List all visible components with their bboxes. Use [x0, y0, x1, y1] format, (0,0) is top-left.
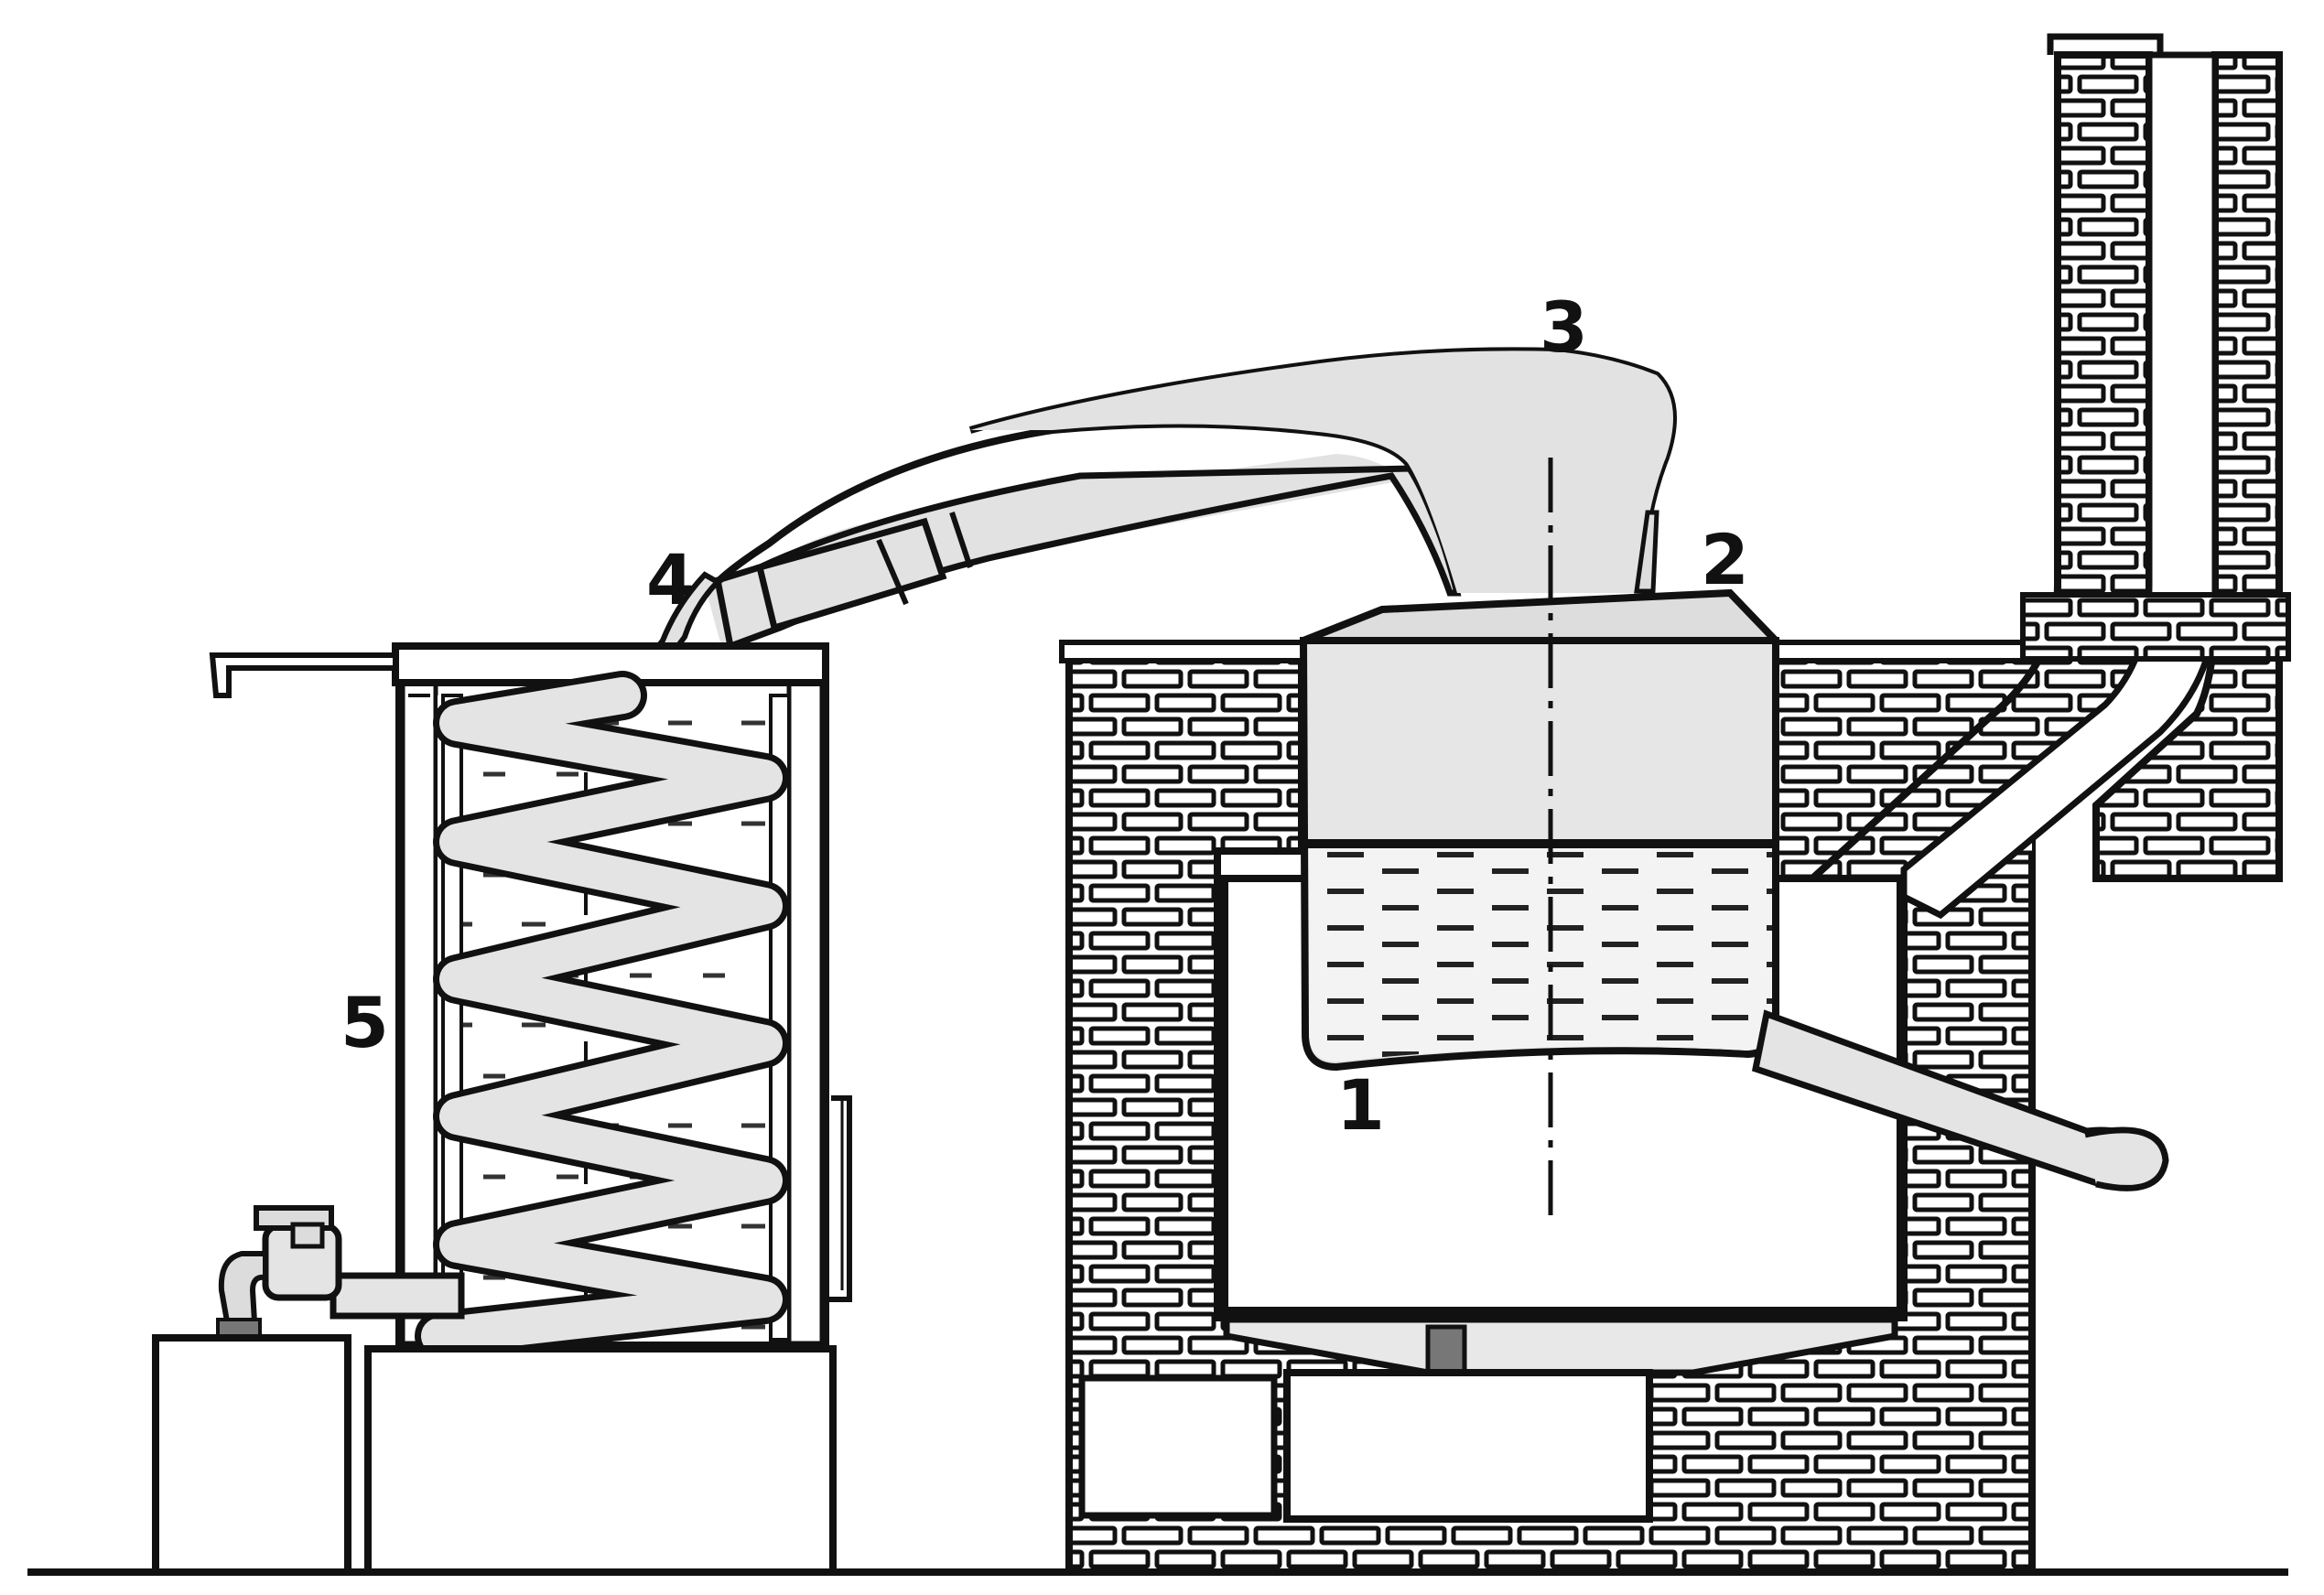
label-condenser: 5: [340, 982, 389, 1063]
tap-and-receiver: [152, 1205, 351, 1576]
label-pipe: 4: [646, 539, 695, 620]
label-dome: 3: [1540, 286, 1588, 368]
boiler: [1299, 588, 2169, 1191]
label-boiler: 1: [1336, 1064, 1385, 1146]
label-cover: 2: [1701, 519, 1749, 600]
dome-and-vapor-pipe: [612, 347, 1677, 1226]
condenser: [209, 642, 852, 1576]
chimney: [1802, 33, 2291, 920]
